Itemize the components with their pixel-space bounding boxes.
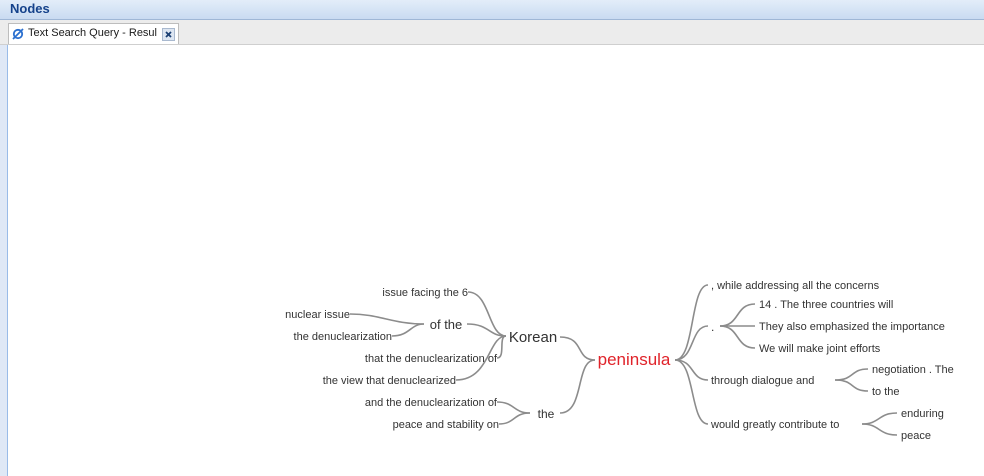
connector <box>674 284 709 361</box>
connector <box>455 335 507 381</box>
connector <box>674 325 709 361</box>
connector <box>861 423 898 436</box>
node-right-phrase[interactable]: to the <box>872 386 900 398</box>
connector <box>349 313 425 325</box>
connector <box>719 303 756 327</box>
connector <box>674 359 709 425</box>
node-right-phrase[interactable]: enduring <box>901 408 944 420</box>
node-the[interactable]: the <box>538 407 555 421</box>
connector <box>498 412 531 425</box>
node-korean[interactable]: Korean <box>509 329 557 346</box>
connector <box>674 359 709 381</box>
connector <box>861 412 898 425</box>
node-right-phrase[interactable]: negotiation . The <box>872 364 954 376</box>
connector <box>834 368 869 381</box>
node-dot[interactable]: . <box>711 320 714 334</box>
root-word[interactable]: peninsula <box>598 350 671 369</box>
left-gutter <box>0 45 8 476</box>
node-right-phrase[interactable]: 14 . The three countries will <box>759 299 893 311</box>
connector <box>559 359 596 414</box>
connector <box>834 379 869 392</box>
tab-text-search-query[interactable]: Text Search Query - Resul <box>8 23 179 44</box>
connector <box>719 325 756 349</box>
connector <box>391 323 425 337</box>
node-of-the[interactable]: of the <box>430 317 463 332</box>
node-left-phrase[interactable]: and the denuclearization of <box>365 397 498 409</box>
connector <box>559 336 596 361</box>
node-left-phrase[interactable]: the denuclearization <box>294 331 392 343</box>
node-left-phrase[interactable]: that the denuclearization of <box>365 353 498 365</box>
connector <box>496 401 531 414</box>
panel-header: Nodes <box>0 0 984 20</box>
tab-label: Text Search Query - Resul <box>28 27 157 39</box>
node-left-phrase[interactable]: issue facing the 6 <box>382 287 468 299</box>
connector <box>466 323 507 337</box>
node-right-phrase[interactable]: , while addressing all the concerns <box>711 280 880 292</box>
node-right-phrase[interactable]: We will make joint efforts <box>759 343 881 355</box>
close-icon[interactable] <box>162 28 175 41</box>
query-icon <box>12 28 24 40</box>
node-left-phrase[interactable]: the view that denuclearized <box>323 375 456 387</box>
node-left-phrase[interactable]: nuclear issue <box>285 309 350 321</box>
node-right-phrase[interactable]: would greatly contribute to <box>710 419 839 431</box>
node-right-phrase[interactable]: They also emphasized the importance <box>759 321 945 333</box>
node-right-phrase[interactable]: through dialogue and <box>711 375 814 387</box>
tab-strip: Text Search Query - Resul <box>0 20 984 45</box>
node-right-phrase[interactable]: peace <box>901 430 931 442</box>
panel-title: Nodes <box>10 1 50 16</box>
node-left-phrase[interactable]: peace and stability on <box>393 419 499 431</box>
connector <box>467 291 507 337</box>
